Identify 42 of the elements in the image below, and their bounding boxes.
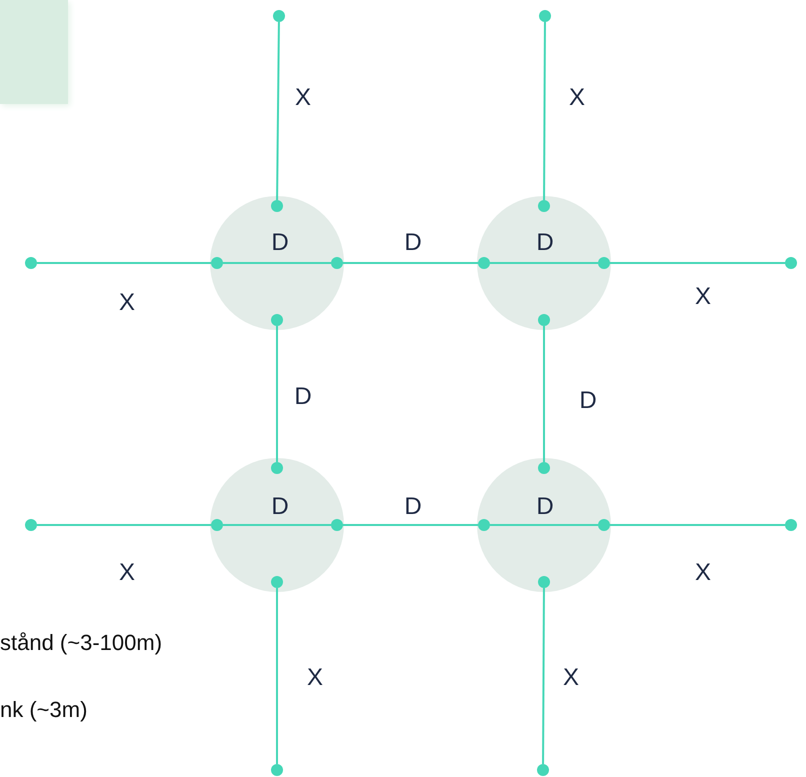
connector-line xyxy=(223,262,331,264)
connector-line xyxy=(276,588,278,764)
node-dot xyxy=(271,764,283,776)
node-dot xyxy=(273,10,285,22)
node-dot xyxy=(538,462,550,474)
node-dot xyxy=(598,519,610,531)
connector-line xyxy=(276,22,280,200)
node-dot xyxy=(598,257,610,269)
node-dot xyxy=(785,257,797,269)
node-dot xyxy=(785,519,797,531)
connector-line xyxy=(610,524,785,526)
connector-line xyxy=(610,262,785,264)
node-dot xyxy=(271,576,283,588)
connector-line xyxy=(223,524,331,526)
connector-line xyxy=(542,588,545,764)
node-dot xyxy=(538,314,550,326)
connector-line xyxy=(490,524,598,526)
node-dot xyxy=(271,314,283,326)
connector-line xyxy=(343,524,478,526)
connector-line xyxy=(37,524,211,526)
connector-line xyxy=(276,326,278,462)
connector-line xyxy=(543,22,546,200)
node-dot xyxy=(331,257,343,269)
node-dot xyxy=(537,764,549,776)
node-dot xyxy=(271,462,283,474)
node-dot xyxy=(478,257,490,269)
connector-line xyxy=(343,262,478,264)
node-dot xyxy=(331,519,343,531)
connector-line xyxy=(490,262,598,264)
node-dot xyxy=(478,519,490,531)
legend-text: nk (~3m) xyxy=(0,697,88,723)
connector-line xyxy=(543,326,545,462)
node-dot xyxy=(25,519,37,531)
connector-line xyxy=(37,262,211,264)
node-dot xyxy=(25,257,37,269)
legend-text: stånd (~3-100m) xyxy=(0,630,162,656)
node-dot xyxy=(539,10,551,22)
node-dot xyxy=(211,257,223,269)
node-dot xyxy=(538,200,550,212)
node-dot xyxy=(211,519,223,531)
node-dot xyxy=(538,576,550,588)
node-dot xyxy=(271,200,283,212)
